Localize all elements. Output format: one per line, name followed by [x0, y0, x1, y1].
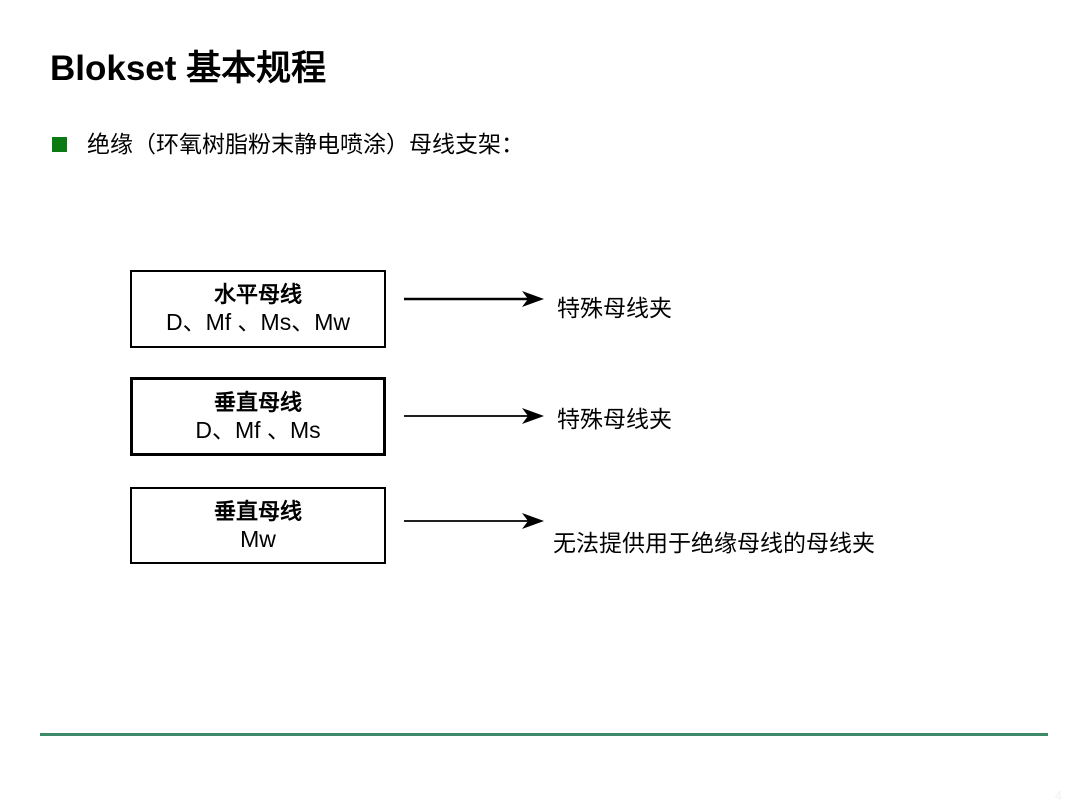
diagram-result-label-1: 特殊母线夹 — [557, 296, 672, 321]
diagram-box-subtitle: D、Mf 、Ms、Mw — [166, 309, 350, 336]
arrow-right-icon-1 — [404, 287, 544, 311]
diagram-box-subtitle: Mw — [240, 525, 276, 552]
footer-divider — [40, 733, 1048, 736]
page-title: Blokset 基本规程 — [50, 49, 327, 88]
diagram-box-vertical-busbar-a: 垂直母线 D、Mf 、Ms — [130, 377, 386, 456]
square-bullet-icon — [52, 137, 67, 152]
diagram-box-title: 水平母线 — [213, 282, 302, 308]
diagram-box-title: 垂直母线 — [213, 389, 302, 415]
page-number: 4 — [1054, 788, 1062, 803]
diagram-box-subtitle: D、Mf 、Ms — [195, 416, 321, 443]
bullet-item-label: 绝缘（环氧树脂粉末静电喷涂）母线支架： — [87, 132, 524, 157]
diagram-box-vertical-busbar-b: 垂直母线 Mw — [130, 487, 386, 564]
arrow-right-icon-3 — [404, 509, 544, 533]
diagram-result-label-3: 无法提供用于绝缘母线的母线夹 — [553, 531, 875, 556]
diagram-box-horizontal-busbar: 水平母线 D、Mf 、Ms、Mw — [130, 270, 386, 348]
bullet-item: 绝缘（环氧树脂粉末静电喷涂）母线支架： — [52, 133, 524, 156]
diagram-result-label-2: 特殊母线夹 — [557, 407, 672, 432]
arrow-right-icon-2 — [404, 404, 544, 428]
diagram-box-title: 垂直母线 — [213, 498, 302, 524]
